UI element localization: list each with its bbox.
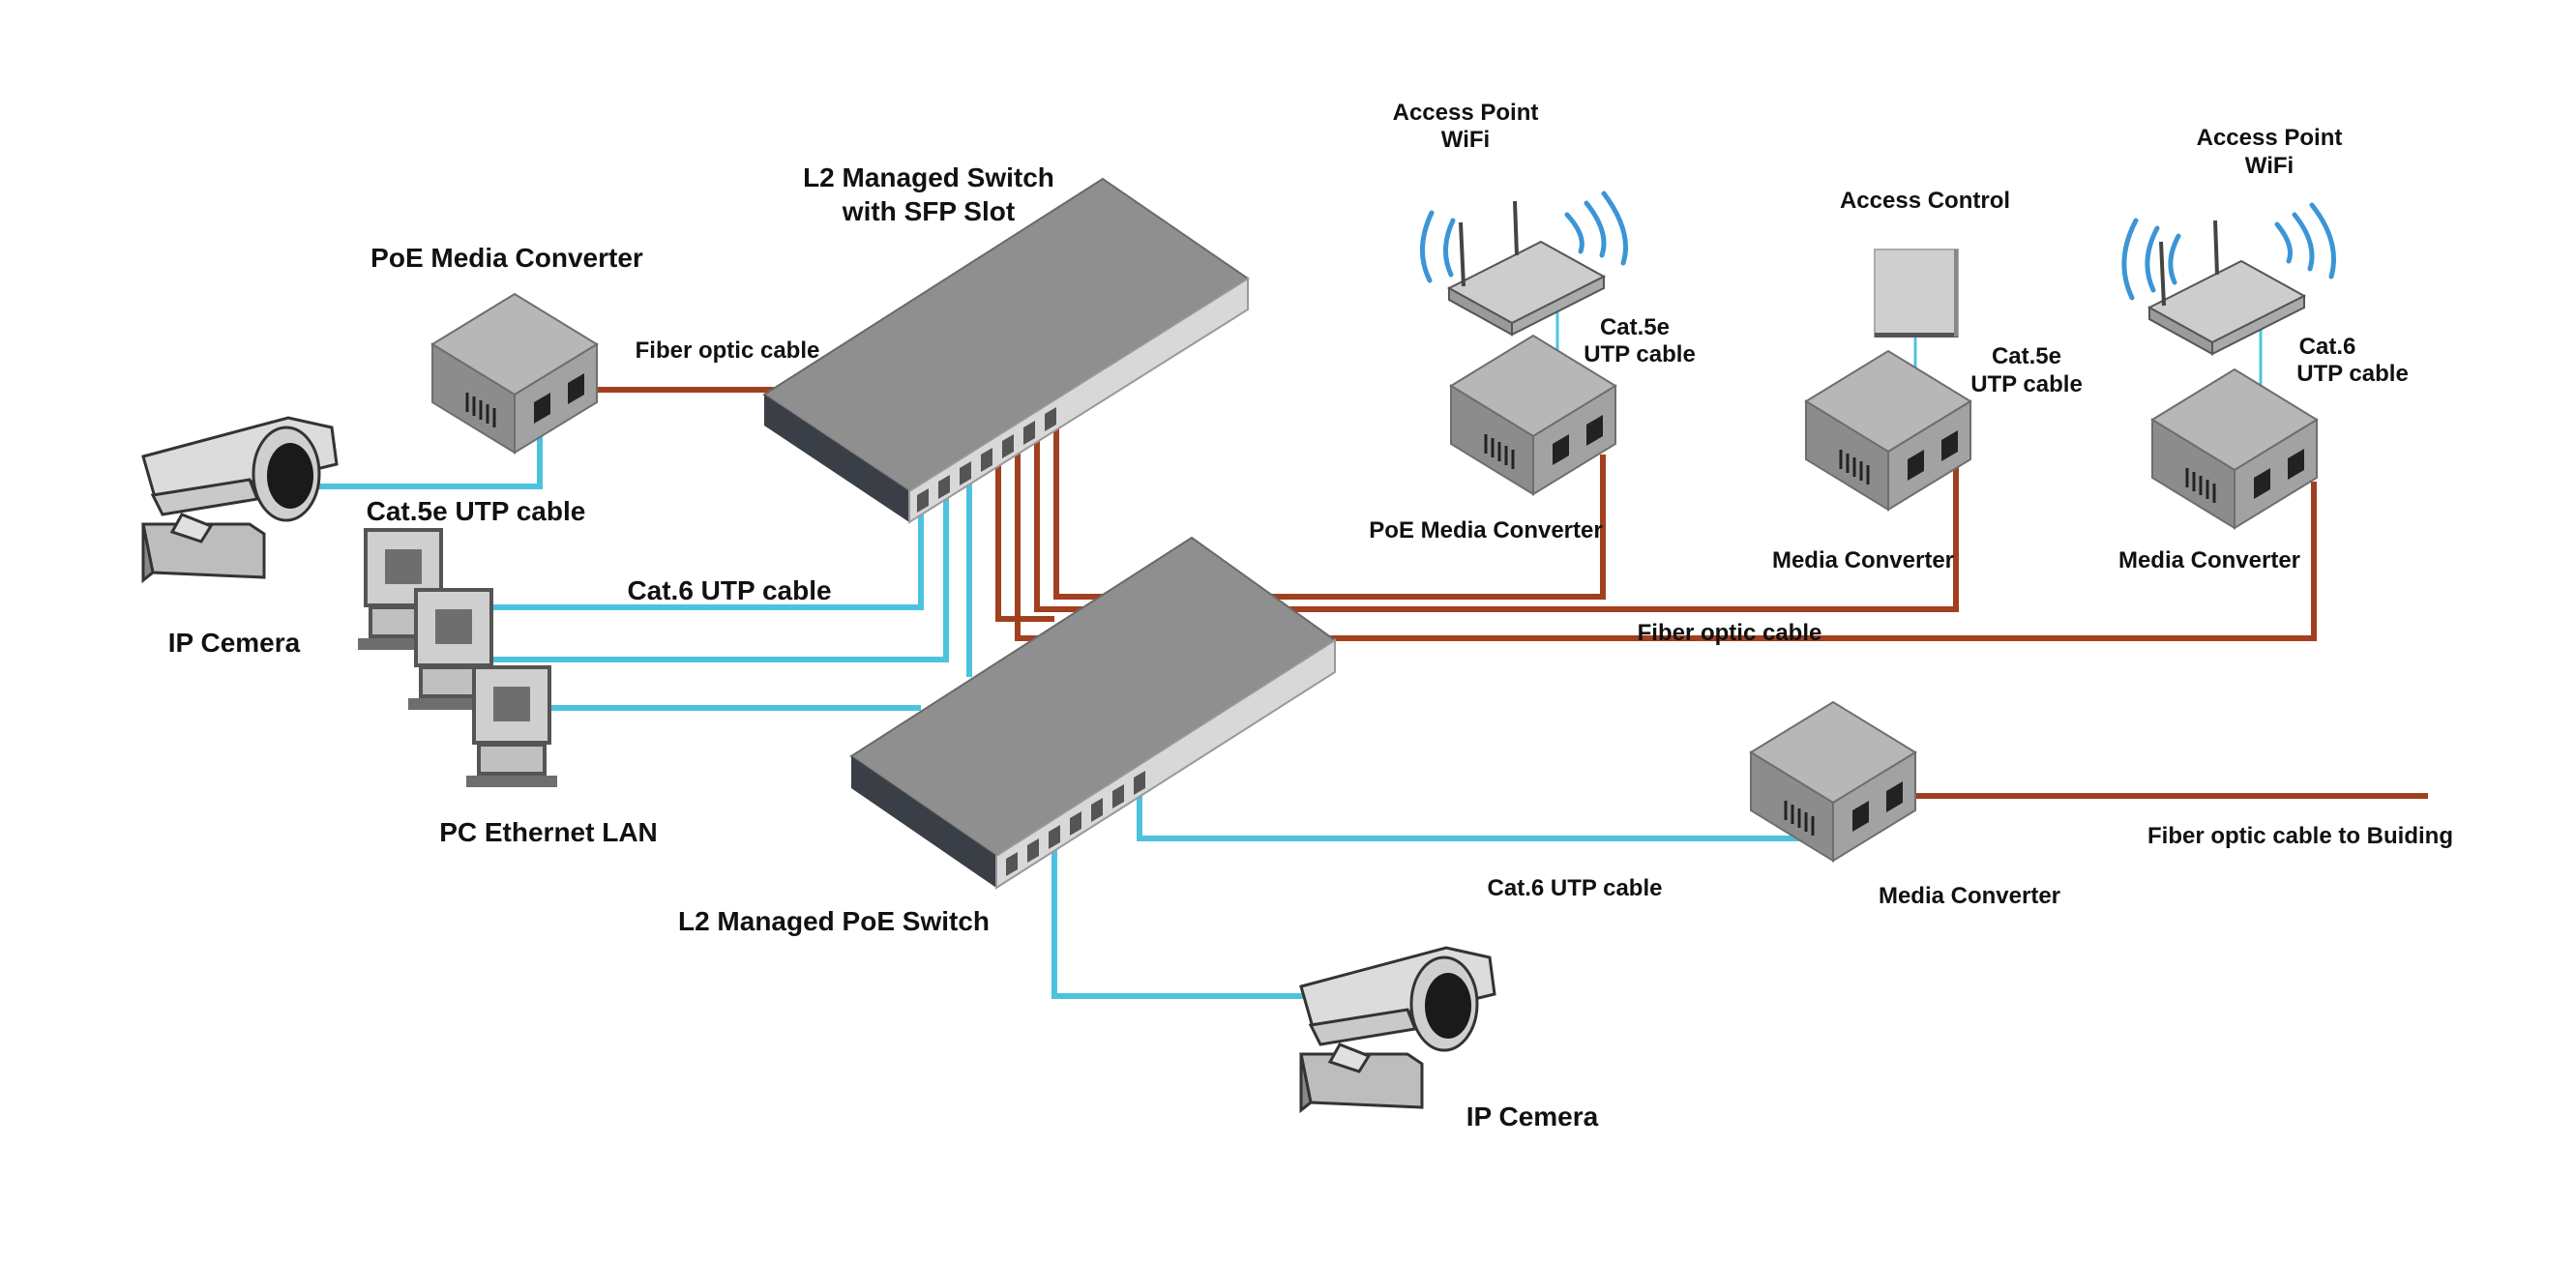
poe-mc-ap-label: PoE Media Converter bbox=[1369, 517, 1602, 543]
utp-pc1 bbox=[489, 484, 924, 610]
access-point-2-icon bbox=[2147, 219, 2306, 356]
core-switch-label-1: L2 Managed Switch bbox=[803, 162, 1054, 192]
utp-pc2 bbox=[493, 474, 949, 662]
utp-poe-to-camera-bottom bbox=[1051, 841, 1304, 999]
core-switch-label-2: with SFP Slot bbox=[842, 196, 1015, 226]
access-control-label: Access Control bbox=[1840, 188, 2010, 214]
poe-switch bbox=[849, 536, 1337, 890]
core-switch bbox=[762, 177, 1250, 524]
ap1-label-1: Access Point bbox=[1393, 100, 1539, 126]
poe-media-converter-left-icon bbox=[430, 292, 599, 455]
access-point-1-icon bbox=[1447, 199, 1606, 337]
utp-poe-to-mc-building bbox=[1137, 783, 1859, 841]
fiber-switch-to-mc-ac bbox=[1034, 414, 1959, 612]
ap2-cable-label-1: Cat.6 bbox=[2299, 334, 2356, 360]
ap1-cable-label-2: UTP cable bbox=[1584, 341, 1696, 367]
fiber-mid-label: Fiber optic cable bbox=[1638, 620, 1822, 646]
ac-cable-label-2: UTP cable bbox=[1970, 371, 2083, 397]
utp-camera-left bbox=[308, 426, 543, 489]
fiber-left-label: Fiber optic cable bbox=[636, 338, 820, 364]
fiber-switch-to-mc-ap2 bbox=[1015, 426, 2317, 641]
pc-lan-label: PC Ethernet LAN bbox=[439, 817, 658, 847]
ap1-label-2: WiFi bbox=[1441, 127, 1490, 153]
ap1-cable-label-1: Cat.5e bbox=[1600, 314, 1670, 340]
media-converter-ac-icon bbox=[1804, 349, 1972, 512]
core-switch-ports bbox=[917, 407, 1056, 513]
fiber-building-label: Fiber optic cable to Buiding bbox=[2147, 823, 2453, 849]
ap2-cable-label-2: UTP cable bbox=[2296, 361, 2409, 387]
cat5e-left-label: Cat.5e UTP cable bbox=[367, 496, 586, 526]
mc-ac-label: Media Converter bbox=[1772, 547, 1954, 573]
cat6-pc-label: Cat.6 UTP cable bbox=[627, 575, 831, 605]
ap2-label-1: Access Point bbox=[2197, 125, 2343, 151]
fiber-switch-to-poe-mc bbox=[1053, 404, 1606, 600]
mc-building-label: Media Converter bbox=[1879, 883, 2060, 909]
fiber-cables bbox=[583, 387, 2428, 799]
poe-switch-label: L2 Managed PoE Switch bbox=[678, 906, 990, 936]
ip-camera-bottom-icon bbox=[1299, 946, 1496, 1112]
wifi-wave-icon bbox=[1419, 191, 2336, 301]
cat6-bottom-label: Cat.6 UTP cable bbox=[1488, 875, 1663, 901]
ac-cable-label-1: Cat.5e bbox=[1992, 343, 2061, 369]
pc-3-icon bbox=[464, 665, 559, 789]
mc-ap2-label: Media Converter bbox=[2118, 547, 2300, 573]
ip-camera-left-label: IP Cemera bbox=[168, 628, 301, 658]
ap2-label-2: WiFi bbox=[2245, 153, 2294, 179]
access-control-icon bbox=[1874, 249, 1959, 338]
poe-switch-ports bbox=[1006, 771, 1145, 876]
fiber-switch-to-poe-switch bbox=[995, 435, 1054, 622]
ip-camera-bottom-label: IP Cemera bbox=[1466, 1101, 1599, 1131]
media-converter-ap2-icon bbox=[2150, 367, 2319, 530]
ip-camera-left-icon bbox=[141, 416, 339, 582]
poe-mc-left-label: PoE Media Converter bbox=[370, 243, 643, 273]
